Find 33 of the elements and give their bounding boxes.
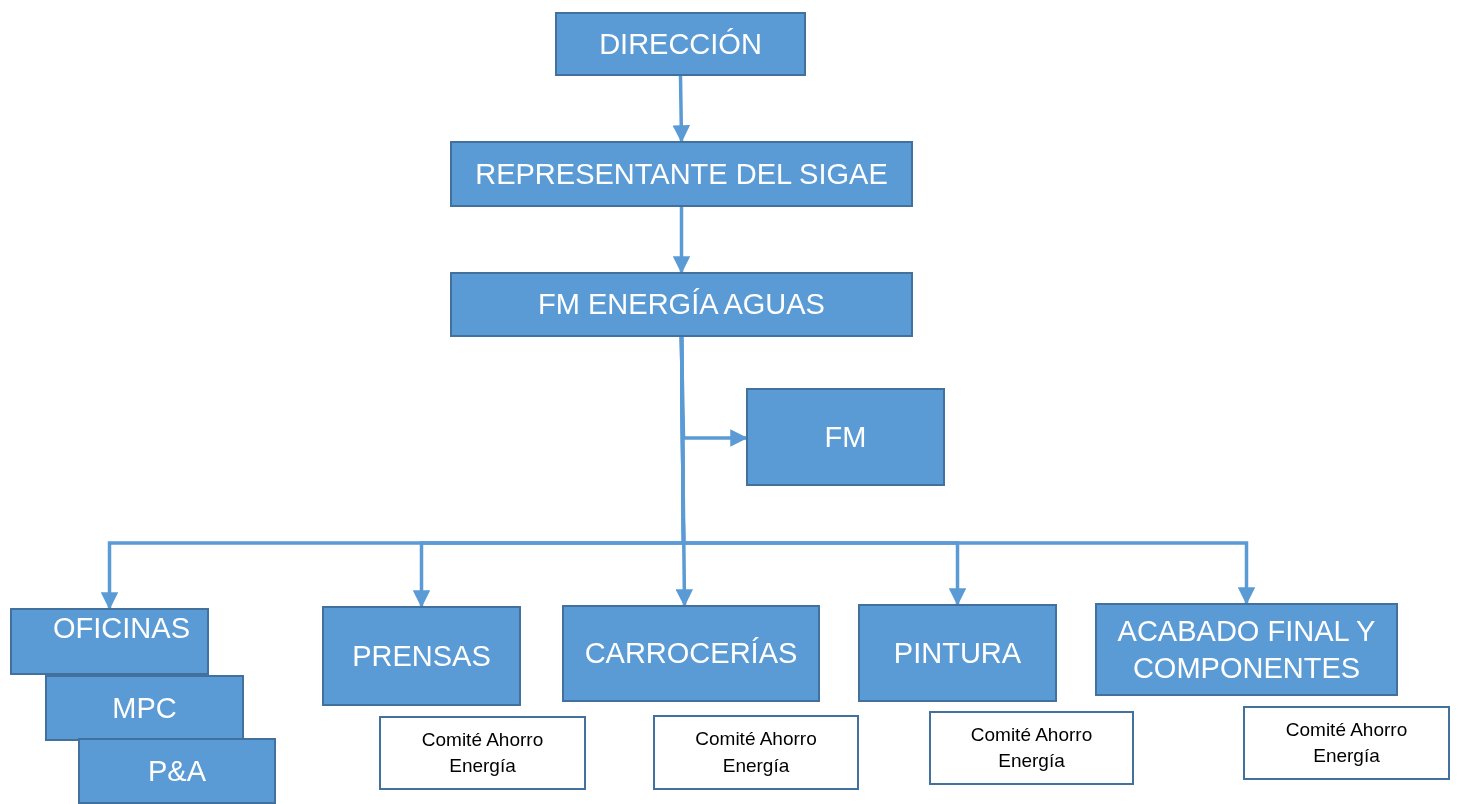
org-box [450, 272, 913, 337]
committee-box [1243, 706, 1450, 780]
box-label: FM [824, 419, 867, 455]
box-label: FM ENERGÍA AGUAS [538, 287, 825, 323]
committee-box [653, 715, 859, 790]
org-box [562, 605, 820, 702]
org-box [1095, 603, 1398, 696]
org-box [45, 675, 244, 741]
committee-box [929, 711, 1134, 785]
box-label: Comité Ahorro Energía [969, 722, 1094, 773]
box-label: CARROCERÍAS [584, 636, 798, 672]
org-box [858, 604, 1057, 702]
org-box [322, 606, 521, 706]
committee-box [379, 716, 586, 790]
org-box [746, 388, 945, 486]
box-label: P&A [148, 753, 206, 789]
box-label: Comité Ahorro Energía [1284, 717, 1409, 768]
org-box [78, 738, 276, 804]
box-label: PRENSAS [352, 638, 491, 674]
box-label: REPRESENTANTE DEL SIGAE [475, 156, 888, 192]
org-box [450, 141, 913, 207]
box-label: Comité Ahorro Energía [420, 727, 545, 778]
box-label: DIRECCIÓN [599, 26, 762, 62]
org-box [10, 608, 209, 675]
arrow [679, 337, 1256, 605]
arrow [672, 75, 690, 143]
arrow [672, 207, 691, 274]
box-label: OFICINAS [53, 611, 190, 646]
box-label: PINTURA [893, 635, 1022, 671]
box-label: MPC [112, 690, 177, 726]
box-label: Comité Ahorro Energía [694, 727, 818, 778]
org-box [555, 12, 806, 76]
box-label: ACABADO FINAL Y COMPONENTES [1116, 614, 1377, 686]
